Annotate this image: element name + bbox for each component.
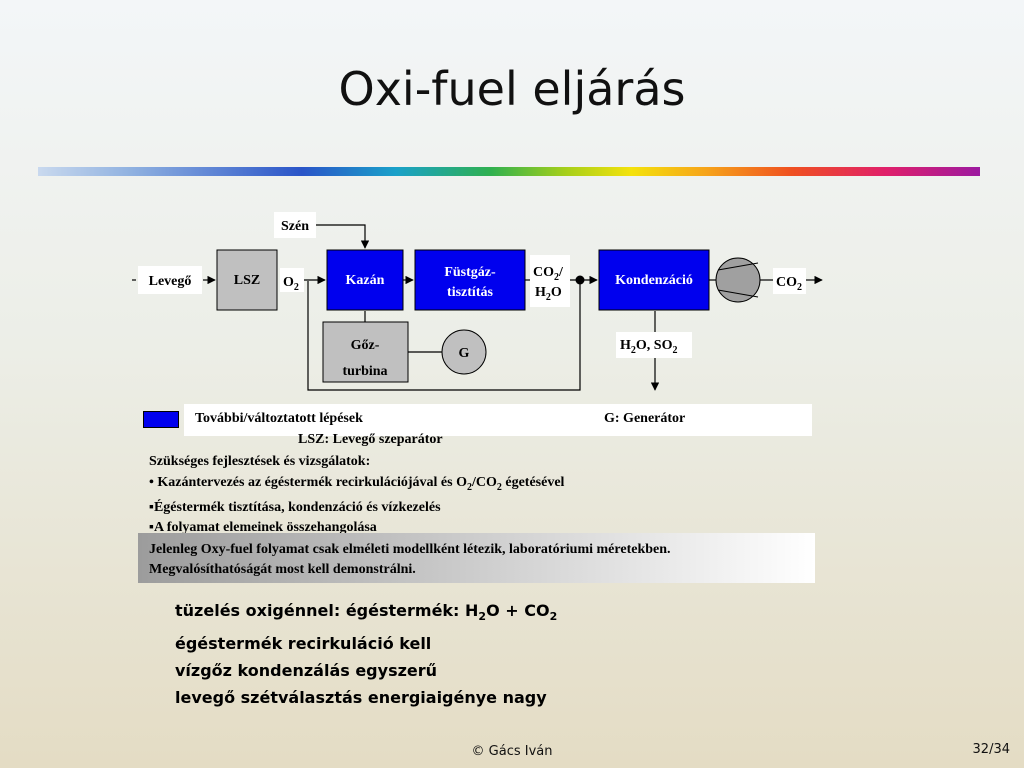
compressor-icon: [715, 257, 761, 303]
co2-h2o-label-2: H2O: [535, 285, 562, 303]
legend-generator: G: Generátor: [604, 411, 686, 426]
connector-lines: [132, 224, 823, 391]
summary-line-2: égéstermék recirkuláció kell: [175, 634, 432, 654]
lsz-box: [216, 249, 278, 311]
h2o-so2-label: H2O, SO2: [620, 338, 677, 356]
note-line-2: Megvalósíthatóságát most kell demonstrál…: [149, 562, 416, 577]
kazan-box: [326, 249, 404, 311]
summary-list: tüzelés oxigénnel: égéstermék: H2O + CO2…: [175, 597, 557, 711]
legend-swatch: [143, 411, 179, 428]
gozturbina-label-1: Gőz-: [351, 338, 380, 353]
fustgaz-label-2: tisztítás: [447, 285, 493, 300]
legend-bar: [184, 404, 812, 436]
page-number: 32/34: [972, 742, 1010, 757]
needs-item-2: ▪Égéstermék tisztítása, kondenzáció és v…: [149, 499, 441, 515]
process-diagram: Szén Levegő LSZ O2 Kazán Füstgáz- tisztí…: [132, 212, 823, 391]
development-needs: Szükséges fejlesztések és vizsgálatok: •…: [149, 452, 564, 539]
szen-arrow: [300, 224, 370, 249]
lsz-label: LSZ: [234, 273, 260, 288]
co2-out-box: [773, 268, 806, 294]
generator-label: G: [459, 346, 470, 361]
footer-author: © Gács Iván: [471, 744, 553, 759]
kondenzacio-box: [598, 249, 710, 311]
recirculation-line: [307, 280, 581, 391]
needs-item-1: • Kazántervezés az égéstermék recirkulác…: [149, 474, 565, 493]
levego-box: [138, 266, 202, 294]
fustgaz-label-1: Füstgáz-: [444, 265, 496, 280]
szen-box: [274, 212, 316, 238]
slide-title: Oxi-fuel eljárás: [338, 62, 686, 116]
levego-label: Levegő: [149, 274, 192, 289]
co2-h2o-box: [530, 255, 570, 307]
note-box: Jelenleg Oxy-fuel folyamat csak elméleti…: [138, 533, 815, 583]
kazan-label: Kazán: [346, 273, 385, 288]
co2-out-label: CO2: [776, 275, 802, 293]
o2-label: O2: [283, 275, 299, 293]
note-line-1: Jelenleg Oxy-fuel folyamat csak elméleti…: [149, 542, 671, 557]
fustgaz-box: [414, 249, 526, 311]
recirculation-junction: [575, 275, 585, 285]
needs-heading: Szükséges fejlesztések és vizsgálatok:: [149, 454, 371, 469]
summary-line-1: tüzelés oxigénnel: égéstermék: H2O + CO2: [175, 601, 558, 624]
o2-box: [280, 268, 304, 292]
summary-line-4: levegő szétválasztás energiaigénye nagy: [175, 688, 547, 708]
needs-item-3: ▪A folyamat elemeinek összehangolása: [149, 520, 377, 536]
summary-line-3: vízgőz kondenzálás egyszerű: [175, 661, 438, 681]
rainbow-divider: [38, 167, 980, 176]
generator-icon: [441, 329, 487, 375]
gozturbina-box: [322, 321, 409, 383]
kondenzacio-label: Kondenzáció: [615, 273, 693, 288]
co2-h2o-label-1: CO2/: [533, 265, 564, 283]
gozturbina-label-2: turbina: [342, 364, 387, 379]
h2o-so2-box: [616, 332, 692, 358]
legend-lsz: LSZ: Levegő szeparátor: [298, 432, 443, 447]
szen-label: Szén: [281, 219, 309, 234]
legend-further-steps: További/változtatott lépések: [195, 411, 363, 426]
